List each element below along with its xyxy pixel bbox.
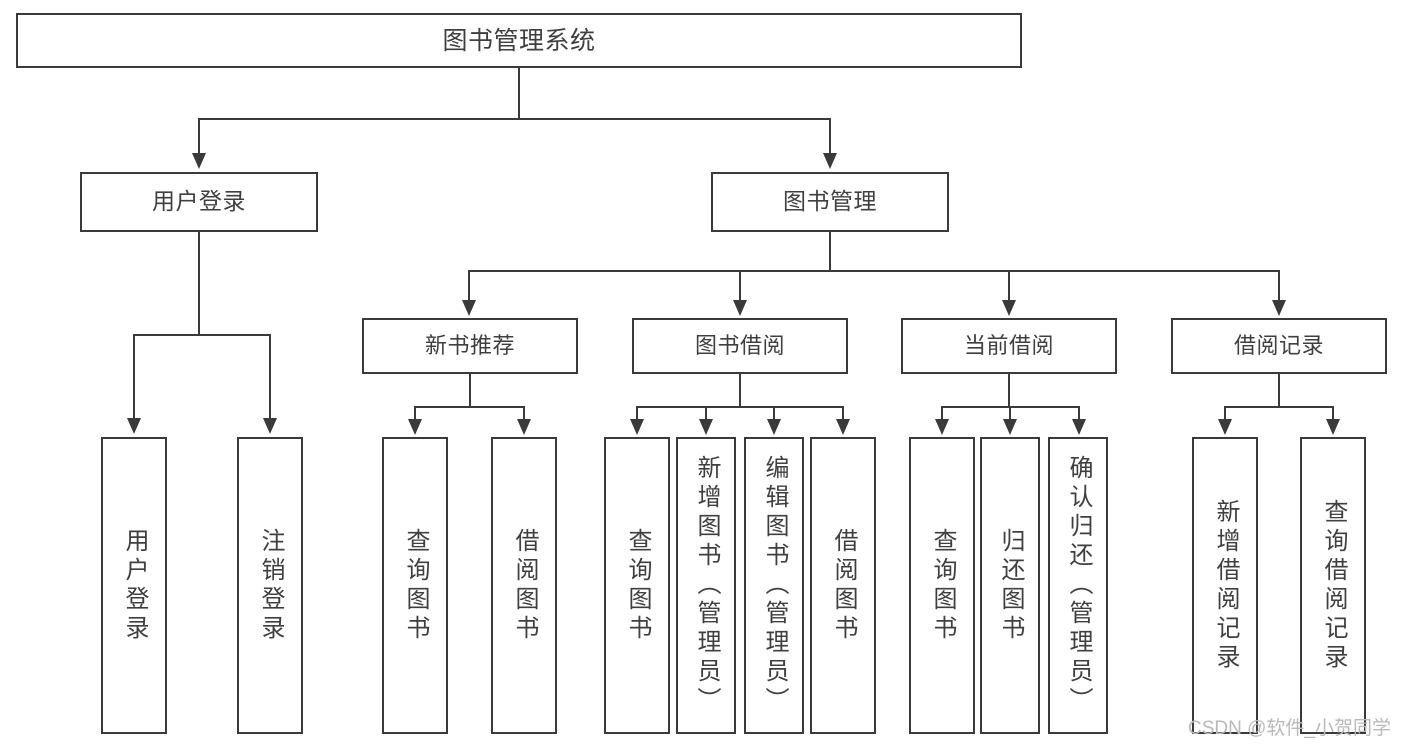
- arrow-borrow-record-leaf-1: [1218, 419, 1232, 435]
- arrow-book-manage-child-1: [462, 300, 476, 316]
- arrow-user-login-leaf-1: [127, 418, 141, 434]
- node-label: 查询借阅记录: [1320, 498, 1347, 673]
- edge-new-book-stem: [469, 374, 471, 408]
- leaf-query-book-recommend[interactable]: 查询图书: [382, 437, 448, 734]
- edge-new-book-drop-2: [523, 406, 525, 423]
- arrow-book-borrow-leaf-2: [699, 419, 713, 435]
- node-book-borrow[interactable]: 图书借阅: [632, 318, 848, 374]
- leaf-borrow-book-recommend[interactable]: 借阅图书: [491, 437, 557, 734]
- edge-book-manage-drop-2: [739, 270, 741, 302]
- node-label: 查询图书: [929, 527, 956, 644]
- watermark-credit: CSDN @软件_小贺同学: [1188, 718, 1391, 739]
- node-book-management[interactable]: 图书管理: [711, 172, 949, 232]
- node-label: 查询图书: [402, 527, 429, 644]
- arrow-new-book-leaf-1: [408, 419, 422, 435]
- node-label: 借阅记录: [1233, 332, 1324, 358]
- leaf-query-book-borrow[interactable]: 查询图书: [604, 437, 670, 734]
- node-new-book-recommend[interactable]: 新书推荐: [362, 318, 578, 374]
- node-label: 新增借阅记录: [1212, 498, 1239, 673]
- node-label: 确认归还（管理员）: [1065, 455, 1092, 716]
- edge-book-borrow-drop-1: [636, 406, 638, 423]
- arrow-book-manage-child-4: [1272, 300, 1286, 316]
- node-root-system[interactable]: 图书管理系统: [16, 13, 1022, 68]
- edge-user-login-drop-1: [133, 334, 135, 420]
- arrow-current-borrow-leaf-3: [1072, 419, 1086, 435]
- node-label: 当前借阅: [963, 332, 1054, 358]
- edge-book-manage-stem: [829, 232, 831, 272]
- node-borrow-record[interactable]: 借阅记录: [1171, 318, 1387, 374]
- edge-current-borrow-drop-1: [941, 406, 943, 423]
- node-label: 图书管理: [783, 188, 877, 215]
- edge-book-manage-bus: [468, 270, 1280, 272]
- edge-root-bus: [198, 118, 830, 120]
- edge-book-manage-drop-1: [468, 270, 470, 302]
- leaf-confirm-return-admin[interactable]: 确认归还（管理员）: [1048, 437, 1108, 734]
- edge-book-manage-drop-4: [1278, 270, 1280, 302]
- node-user-login[interactable]: 用户登录: [80, 172, 318, 232]
- edge-user-login-drop-2: [269, 334, 271, 420]
- edge-current-borrow-stem: [1008, 374, 1010, 408]
- node-label: 图书借阅: [694, 332, 785, 358]
- leaf-edit-book-admin[interactable]: 编辑图书（管理员）: [744, 437, 804, 734]
- edge-new-book-bus: [414, 406, 525, 408]
- edge-book-borrow-stem: [739, 374, 741, 408]
- edge-current-borrow-drop-2: [1009, 406, 1011, 423]
- node-label: 用户登录: [121, 527, 148, 644]
- edge-root-to-book-manage: [829, 118, 831, 156]
- leaf-query-borrow-record[interactable]: 查询借阅记录: [1300, 437, 1366, 734]
- node-label: 归还图书: [997, 527, 1024, 644]
- arrow-root-to-user-login: [192, 153, 206, 169]
- leaf-logout[interactable]: 注销登录: [237, 437, 303, 734]
- edge-borrow-record-stem: [1278, 374, 1280, 408]
- arrow-book-borrow-leaf-4: [836, 419, 850, 435]
- leaf-return-book[interactable]: 归还图书: [980, 437, 1040, 734]
- node-label: 注销登录: [257, 527, 284, 644]
- edge-root-to-user-login: [198, 118, 200, 156]
- edge-borrow-record-drop-1: [1224, 406, 1226, 423]
- arrow-root-to-book-manage: [823, 153, 837, 169]
- edge-user-login-stem: [198, 232, 200, 336]
- node-label: 借阅图书: [830, 527, 857, 644]
- edge-borrow-record-bus: [1224, 406, 1334, 408]
- arrow-current-borrow-leaf-2: [1003, 419, 1017, 435]
- edge-book-borrow-bus: [636, 406, 844, 408]
- edge-root-stem: [518, 68, 520, 119]
- leaf-user-login[interactable]: 用户登录: [101, 437, 167, 734]
- node-label: 新增图书（管理员）: [693, 455, 720, 716]
- arrow-new-book-leaf-2: [517, 419, 531, 435]
- arrow-user-login-leaf-2: [263, 418, 277, 434]
- leaf-query-book-current[interactable]: 查询图书: [909, 437, 975, 734]
- node-label: 借阅图书: [511, 527, 538, 644]
- edge-user-login-bus: [133, 334, 269, 336]
- node-label: 编辑图书（管理员）: [761, 455, 788, 716]
- arrow-book-manage-child-2: [733, 300, 747, 316]
- node-label: 用户登录: [152, 188, 246, 215]
- arrow-book-borrow-leaf-3: [767, 419, 781, 435]
- arrow-book-manage-child-3: [1002, 300, 1016, 316]
- edge-borrow-record-drop-2: [1332, 406, 1334, 423]
- leaf-add-book-admin[interactable]: 新增图书（管理员）: [676, 437, 736, 734]
- leaf-borrow-book[interactable]: 借阅图书: [810, 437, 876, 734]
- arrow-current-borrow-leaf-1: [935, 419, 949, 435]
- arrow-borrow-record-leaf-2: [1326, 419, 1340, 435]
- node-current-borrow[interactable]: 当前借阅: [901, 318, 1117, 374]
- arrow-book-borrow-leaf-1: [630, 419, 644, 435]
- edge-book-borrow-drop-2: [705, 406, 707, 423]
- node-label: 查询图书: [624, 527, 651, 644]
- node-label: 新书推荐: [424, 332, 515, 358]
- node-label: 图书管理系统: [442, 26, 596, 55]
- edge-current-borrow-drop-3: [1078, 406, 1080, 423]
- edge-new-book-drop-1: [414, 406, 416, 423]
- edge-book-borrow-drop-4: [842, 406, 844, 423]
- edge-book-borrow-drop-3: [773, 406, 775, 423]
- edge-book-manage-drop-3: [1008, 270, 1010, 302]
- leaf-add-borrow-record[interactable]: 新增借阅记录: [1192, 437, 1258, 734]
